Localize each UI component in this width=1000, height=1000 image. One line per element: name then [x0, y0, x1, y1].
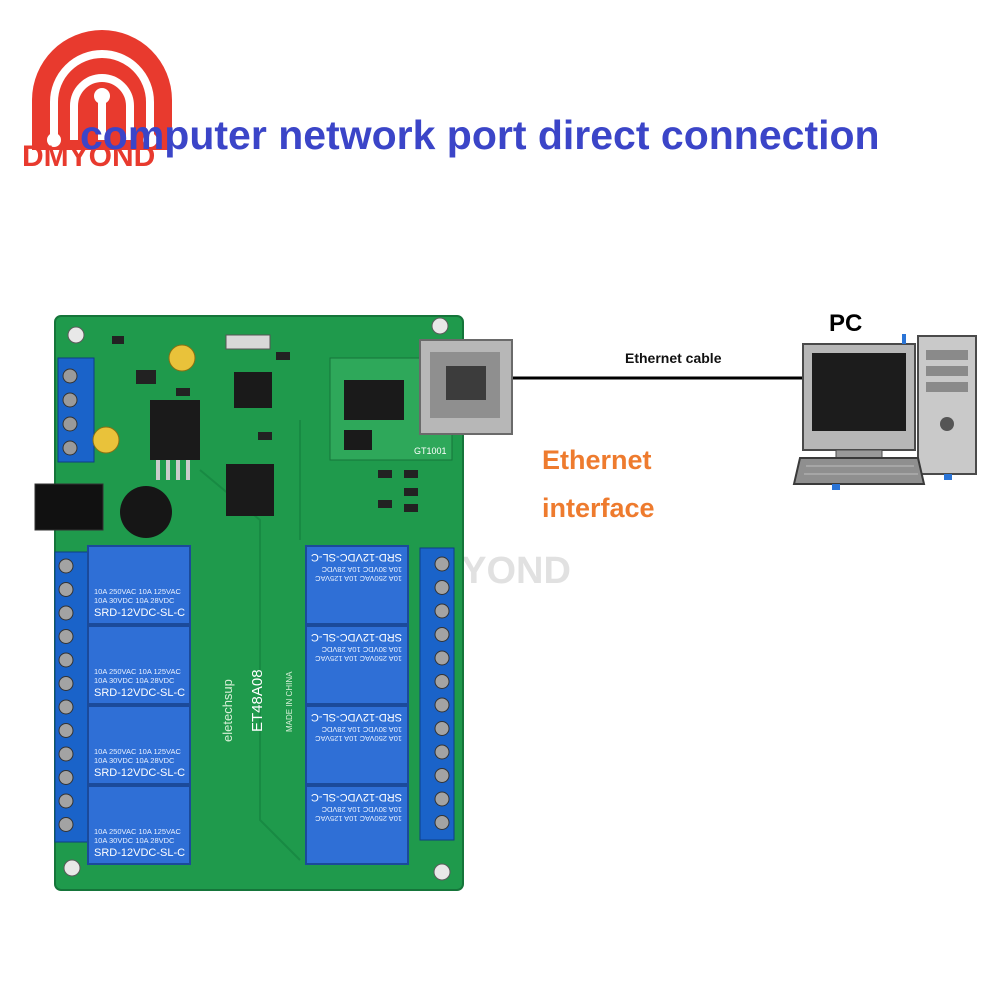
ic-chip — [234, 372, 272, 408]
relay-model: SRD-12VDC-SL-C — [94, 767, 185, 779]
buzzer — [120, 486, 172, 538]
relay-rating: 10A 30VDC 10A 28VDC — [321, 725, 402, 734]
voltage-regulator — [150, 400, 200, 460]
dc-jack — [34, 483, 104, 531]
terminal-screw — [434, 815, 450, 830]
relay-terminal-left — [54, 551, 90, 843]
relay-rating: 10A 250VAC 10A 125VAC — [315, 734, 402, 743]
terminal-screw — [434, 650, 450, 666]
relay-model: SRD-12VDC-SL-C — [94, 847, 185, 859]
ic-chip — [226, 464, 274, 516]
terminal-screw — [434, 556, 450, 572]
terminal-screw — [58, 817, 74, 832]
relay-model: SRD-12VDC-SL-C — [94, 607, 185, 619]
ethernet-interface-label: Ethernet interface — [542, 436, 742, 532]
pc-computer — [792, 334, 977, 490]
monitor-screen — [812, 353, 906, 431]
relay-model: SRD-12VDC-SL-C — [94, 687, 185, 699]
relay-rating: 10A 250VAC 10A 125VAC — [94, 587, 181, 596]
relay-rating: 10A 250VAC 10A 125VAC — [315, 654, 402, 663]
terminal-screw — [58, 629, 74, 644]
terminal-screw — [58, 558, 74, 574]
logo-wordmark: DMYOND — [22, 140, 156, 173]
module-label: GT1001 — [414, 446, 447, 456]
rj45-port — [419, 339, 513, 435]
board-origin: MADE IN CHINA — [285, 671, 294, 732]
capacitor — [168, 344, 196, 372]
relay-rating: 10A 30VDC 10A 28VDC — [94, 596, 175, 605]
terminal-screw — [58, 793, 74, 809]
terminal-screw — [58, 652, 74, 668]
relay-rating: 10A 30VDC 10A 28VDC — [321, 645, 402, 654]
terminal-screw — [58, 605, 74, 621]
page-title: computer network port direct connection — [80, 112, 880, 158]
relay-rating: 10A 250VAC 10A 125VAC — [315, 814, 402, 823]
relay-model: SRD-12VDC-SL-C — [311, 551, 402, 563]
terminal-screw — [58, 746, 74, 762]
relay-rating: 10A 250VAC 10A 125VAC — [315, 574, 402, 583]
terminal-screw — [58, 676, 74, 691]
terminal-screw — [434, 768, 450, 783]
terminal-screw — [434, 721, 450, 736]
relay-rating: 10A 30VDC 10A 28VDC — [321, 805, 402, 814]
terminal-screw — [58, 699, 74, 715]
dmyond-logo — [32, 30, 172, 150]
relay-model: SRD-12VDC-SL-C — [311, 631, 402, 643]
relay-rating: 10A 30VDC 10A 28VDC — [94, 756, 175, 765]
terminal-screw — [434, 744, 450, 760]
terminal-screw — [434, 697, 450, 713]
ethernet-interface-label-line1: Ethernet — [542, 445, 652, 475]
terminal-screw — [434, 580, 450, 595]
ethernet-interface-label-line2: interface — [542, 493, 655, 523]
relay-rating: 10A 30VDC 10A 28VDC — [94, 836, 175, 845]
terminal-screw — [434, 627, 450, 642]
board-brand: eletechsup — [220, 679, 235, 742]
relay-rating: 10A 30VDC 10A 28VDC — [321, 565, 402, 574]
terminal-screw — [434, 603, 450, 619]
ethernet-cable-label: Ethernet cable — [625, 350, 722, 366]
keyboard — [792, 457, 926, 485]
power-terminal — [57, 357, 95, 463]
relay-terminal-right — [419, 547, 455, 841]
terminal-screw — [58, 723, 74, 738]
terminal-screw — [434, 791, 450, 807]
capacitor — [92, 426, 120, 454]
terminal-screw — [434, 674, 450, 689]
relay-rating: 10A 250VAC 10A 125VAC — [94, 667, 181, 676]
relay-rating: 10A 250VAC 10A 125VAC — [94, 827, 181, 836]
relay-rating: 10A 250VAC 10A 125VAC — [94, 747, 181, 756]
terminal-screw — [58, 770, 74, 785]
pc-label: PC — [829, 310, 863, 337]
relay-model: SRD-12VDC-SL-C — [311, 711, 402, 723]
relay-rating: 10A 30VDC 10A 28VDC — [94, 676, 175, 685]
relay-model: SRD-12VDC-SL-C — [311, 791, 402, 803]
board-model: ET48A08 — [249, 669, 266, 732]
terminal-screw — [58, 582, 74, 597]
